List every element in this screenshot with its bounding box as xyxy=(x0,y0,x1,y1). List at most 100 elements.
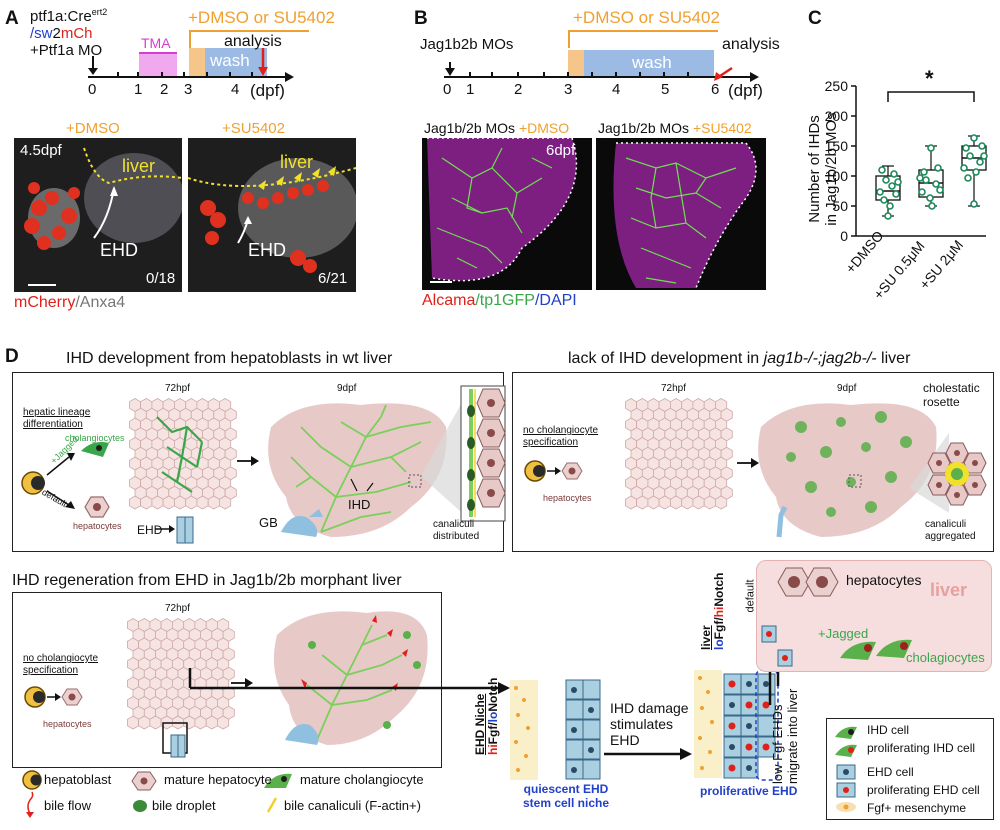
hepatocyte-cell xyxy=(207,495,220,510)
wt-hep-lineage: hepatic lineage differentiation xyxy=(23,407,90,431)
liver-ehd-cells xyxy=(761,625,793,667)
wt-canaliculi-1: canaliculi xyxy=(433,519,475,530)
stain-label-b: Alcama/tp1GFP/DAPI xyxy=(422,292,577,310)
stain-mcherry: mCherry xyxy=(14,294,76,311)
mut-cholestatic-1: cholestatic xyxy=(923,381,980,395)
liver-cholangiocytes: cholagiocytes xyxy=(906,650,985,665)
mut-no-chol-2: specification xyxy=(523,437,579,448)
wt-ehd-structure xyxy=(155,516,194,544)
wt-zoom-canaliculi xyxy=(421,385,506,522)
mut-cholestatic: cholestatic rosette xyxy=(923,381,980,409)
timeline-b xyxy=(444,62,759,82)
legend-mature-hep: mature hepatocyte xyxy=(164,772,272,787)
liver-default: default xyxy=(744,579,757,613)
b-axis-unit: (dpf) xyxy=(728,81,763,100)
mut-stage-9: 9dpf xyxy=(837,383,857,394)
micrograph-a-dmso: 4.5dpf liver EHD 0/18 xyxy=(14,138,182,292)
legend2-prolif-ihd: proliferating IHD cell xyxy=(867,741,976,755)
d-mut-title-a: lack of IHD development in xyxy=(568,350,764,367)
niche-hi: hi xyxy=(486,744,500,755)
c-ytick-150: 150 xyxy=(824,138,848,154)
wt-gb: GB xyxy=(259,515,278,530)
niche-label: EHD Niche hiFgf/loNotch xyxy=(473,635,500,755)
c-ytick-0: 0 xyxy=(840,228,848,244)
niche-to-prolif-arrow xyxy=(604,748,692,760)
mutant-box: no cholangiocyte specification hepatocyt… xyxy=(512,372,994,552)
legend2-fgf: Fgf+ mesenchyme xyxy=(867,801,967,815)
c-ytick-250: 250 xyxy=(824,78,848,94)
ihd-damage-3: EHD xyxy=(610,732,640,748)
niche-cells xyxy=(510,679,601,780)
niche-notch: Notch xyxy=(486,677,500,712)
quiescent-1: quiescent EHD xyxy=(523,782,609,796)
regen-liver xyxy=(273,611,428,745)
treatment-box-a xyxy=(189,48,205,76)
d-regen-title: IHD regeneration from EHD in Jag1b/2b mo… xyxy=(12,572,402,589)
quiescent-label: quiescent EHD stem cell niche xyxy=(516,782,616,810)
mut-hepatocytes: hepatocytes xyxy=(543,493,592,503)
stain-tp1gfp: /tp1GFP xyxy=(475,292,535,309)
regen-arrow xyxy=(231,678,253,688)
b-tick-0: 0 xyxy=(443,81,452,98)
d-wt-title: IHD development from hepatoblasts in wt … xyxy=(66,350,393,367)
wt-hepatocytes: hepatocytes xyxy=(73,521,122,531)
genotype-2: 2 xyxy=(52,25,61,42)
micrograph-b-dmso: 6dpf xyxy=(422,138,592,290)
timeline-a xyxy=(88,48,294,82)
hepatocyte-cell xyxy=(681,495,694,510)
c-ytick-100: 100 xyxy=(824,168,848,184)
label-su-a: +SU5402 xyxy=(222,120,285,137)
genotype-sw: /sw xyxy=(30,25,53,42)
wt-hep-lineage-1: hepatic lineage xyxy=(23,407,91,418)
analysis-label-b: analysis xyxy=(722,36,780,53)
title-b-left-b: +DMSO xyxy=(518,120,570,136)
proliferative-cells xyxy=(694,669,779,781)
legend2-prolif-ehd: proliferating EHD cell xyxy=(867,783,980,797)
liver-chol-cells xyxy=(840,639,912,660)
liver-notch: Notch xyxy=(712,572,726,607)
legend-bile-flow: bile flow xyxy=(44,798,91,813)
stain-dapi: /DAPI xyxy=(534,292,577,309)
b-tick-5: 5 xyxy=(661,81,670,98)
wash-box-b xyxy=(584,50,714,78)
liver-jagged: +Jagged xyxy=(818,626,869,641)
panel-a-letter: A xyxy=(5,8,19,29)
legend-1-shapes xyxy=(22,770,292,818)
a-tick-1: 1 xyxy=(134,81,143,98)
b-tick-1: 1 xyxy=(466,81,475,98)
hepatocyte-cell xyxy=(715,495,728,510)
micrograph-b-su xyxy=(596,138,766,290)
hepatocyte-cell xyxy=(625,495,638,510)
liver-label-a2: liver xyxy=(280,152,314,172)
wt-hep-lineage-2: differentiation xyxy=(23,419,83,430)
liver-box-title: liver xyxy=(930,580,968,600)
micro-a-dmso-shapes xyxy=(24,147,182,286)
quiescent-2: stem cell niche xyxy=(522,796,610,810)
hepatocyte-cell xyxy=(151,495,164,510)
mo-label-b: Jag1b2b MOs xyxy=(420,36,514,53)
title-b-left: Jag1b/2b MOs +DMSO xyxy=(424,120,569,136)
wt-liver-9dpf xyxy=(268,403,447,537)
b-tick-3: 3 xyxy=(564,81,573,98)
liver-label-a1: liver xyxy=(122,156,156,176)
hepatocyte-cell xyxy=(205,715,218,730)
mut-hexgrid-72 xyxy=(625,398,733,510)
hepatocyte-cell xyxy=(174,495,187,510)
legend-2-box: IHD cell proliferating IHD cell EHD cell… xyxy=(826,718,994,820)
mut-no-chol-1: no cholangiocyte xyxy=(523,425,599,436)
proliferative-label: proliferative EHD xyxy=(700,784,798,798)
title-b-left-a: Jag1b/2b MOs xyxy=(424,120,519,136)
ihd-damage-1: IHD damage xyxy=(610,700,689,716)
micro-a-su-shapes xyxy=(188,158,356,273)
panel-b-letter: B xyxy=(414,8,428,29)
legend-bile-can: bile canaliculi (F-actin+) xyxy=(284,798,421,813)
hepatocyte-cell xyxy=(703,495,716,510)
hepatocyte-cell xyxy=(127,715,140,730)
liver-hepatocytes: hepatocytes xyxy=(846,572,922,588)
stain-anxa4: /Anxa4 xyxy=(75,294,126,311)
hepatocyte-cell xyxy=(670,495,683,510)
wt-ehd: EHD xyxy=(137,523,163,537)
duct-network xyxy=(156,416,204,493)
stage-a: 4.5dpf xyxy=(20,142,62,159)
niche-lo: lo xyxy=(486,711,500,723)
